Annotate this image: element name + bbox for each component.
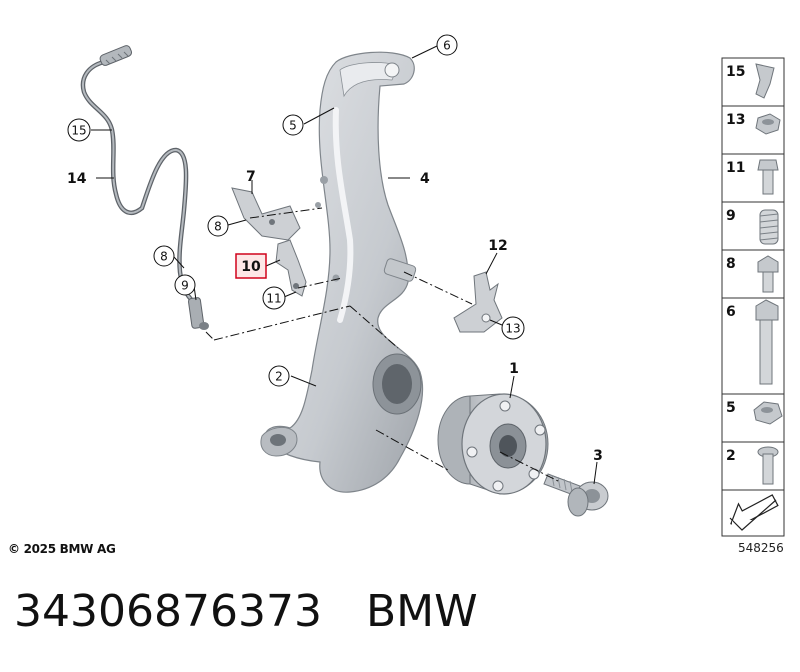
svg-text:10: 10	[241, 259, 261, 275]
svg-text:12: 12	[488, 238, 507, 254]
panel-item-8[interactable]: 8	[726, 255, 779, 293]
svg-text:11: 11	[266, 292, 281, 306]
callout-14[interactable]: 14	[67, 171, 87, 187]
steering-knuckle[interactable]	[260, 51, 424, 493]
svg-text:8: 8	[160, 250, 168, 264]
callout-1[interactable]: 1	[509, 361, 519, 377]
brand-name: BMW	[365, 586, 478, 637]
panel-arrow-icon[interactable]	[724, 488, 781, 536]
callout-6[interactable]: 6	[436, 34, 458, 56]
panel-item-2[interactable]: 2	[726, 446, 779, 485]
svg-text:13: 13	[505, 322, 520, 336]
svg-text:9: 9	[181, 279, 189, 293]
svg-text:7: 7	[246, 169, 256, 185]
callout-13[interactable]: 13	[501, 316, 525, 340]
bracket-7[interactable]	[231, 187, 301, 241]
svg-text:15: 15	[71, 124, 86, 138]
copyright-notice: © 2025 BMW AG	[8, 542, 116, 556]
panel-item-6[interactable]: 6	[726, 299, 779, 385]
callout-15[interactable]: 15	[67, 118, 91, 142]
callout-12[interactable]: 12	[488, 238, 507, 254]
callout-4[interactable]: 4	[420, 171, 430, 187]
svg-text:5: 5	[289, 119, 297, 133]
svg-text:5: 5	[726, 400, 736, 416]
diagram-id: 548256	[738, 541, 784, 555]
svg-text:2: 2	[275, 370, 283, 384]
wheel-hub[interactable]	[437, 393, 549, 495]
svg-text:8: 8	[214, 220, 222, 234]
svg-text:3: 3	[593, 448, 603, 464]
assembly-lines	[205, 207, 561, 483]
panel-item-15[interactable]: 15	[726, 63, 775, 99]
svg-text:13: 13	[726, 112, 745, 128]
bracket-10[interactable]	[275, 239, 307, 297]
svg-text:6: 6	[726, 304, 736, 320]
svg-text:1: 1	[509, 361, 519, 377]
svg-text:6: 6	[443, 39, 451, 53]
svg-text:2: 2	[726, 448, 736, 464]
panel-item-9[interactable]: 9	[726, 208, 779, 245]
panel-item-5[interactable]: 5	[726, 400, 783, 425]
svg-text:14: 14	[67, 171, 87, 187]
svg-text:8: 8	[726, 256, 736, 272]
bracket-12[interactable]	[453, 271, 503, 333]
callout-3[interactable]: 3	[593, 448, 603, 464]
svg-text:15: 15	[726, 64, 745, 80]
callout-11[interactable]: 11	[262, 286, 286, 310]
panel-item-11[interactable]: 11	[726, 159, 779, 195]
callout-5[interactable]: 5	[282, 114, 304, 136]
callout-9[interactable]: 9	[174, 274, 196, 296]
callout-10-highlighted[interactable]: 10	[235, 253, 267, 279]
panel-item-13[interactable]: 13	[726, 112, 781, 135]
wheel-speed-sensor[interactable]	[80, 44, 209, 330]
callout-8-bracket[interactable]: 8	[207, 215, 229, 237]
leader-lines	[91, 45, 598, 485]
svg-text:11: 11	[726, 160, 745, 176]
part-footer: 34306876373 BMW	[14, 586, 522, 637]
callout-7[interactable]: 7	[246, 169, 256, 185]
callout-8-sensor[interactable]: 8	[153, 245, 175, 267]
callout-2[interactable]: 2	[268, 365, 290, 387]
part-number: 34306876373	[14, 586, 322, 637]
svg-text:9: 9	[726, 208, 736, 224]
parts-diagram: 6 5 4 15 14 7 8 8 9 10 11 12 13	[67, 34, 785, 537]
hub-bolt[interactable]	[543, 473, 609, 517]
svg-text:4: 4	[420, 171, 430, 187]
